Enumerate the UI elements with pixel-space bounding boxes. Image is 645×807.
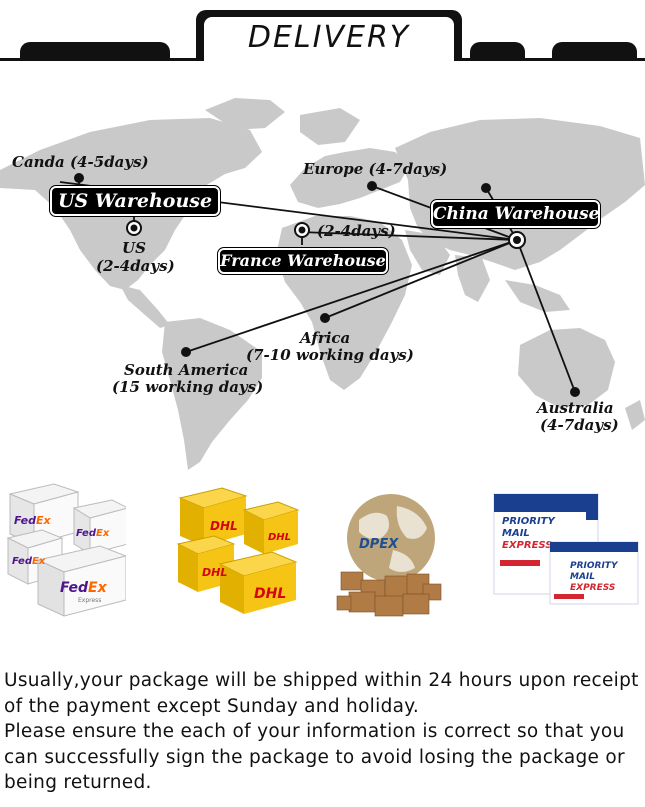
south-america-route-label: South America bbox=[124, 361, 249, 379]
svg-text:MAIL: MAIL bbox=[502, 528, 530, 539]
svg-text:EXPRESS: EXPRESS bbox=[570, 583, 615, 593]
svg-text:DHL: DHL bbox=[202, 566, 227, 579]
dhl-brand-text: DHL bbox=[254, 586, 286, 602]
route-endpoints bbox=[74, 173, 580, 397]
africa-route-days: (7-10 working days) bbox=[246, 346, 414, 364]
usps-boxes-image: PRIORITY MAIL EXPRESS PRIORITY MAIL EXPR… bbox=[493, 493, 639, 605]
header-title-tab-inner bbox=[204, 17, 454, 61]
usps-label-priority: PRIORITY bbox=[502, 516, 556, 527]
svg-text:FedEx: FedEx bbox=[76, 528, 110, 539]
fedex-box-logo: FedEx bbox=[14, 514, 52, 527]
france-warehouse-badge: France Warehouse bbox=[218, 248, 388, 274]
svg-text:PRIORITY: PRIORITY bbox=[570, 561, 619, 571]
canada-route-label: Canda (4-5days) bbox=[12, 153, 149, 171]
svg-text:EXPRESS: EXPRESS bbox=[502, 540, 552, 551]
header-tab-decoration bbox=[552, 42, 637, 58]
europe-route-label: Europe (4-7days) bbox=[303, 160, 448, 178]
australia-route-label: Australia bbox=[537, 399, 614, 417]
africa-route-label: Africa bbox=[300, 329, 351, 347]
world-landmass bbox=[0, 98, 645, 470]
header-tab-decoration bbox=[470, 42, 525, 58]
svg-text:Express: Express bbox=[78, 597, 101, 604]
svg-text:DHL: DHL bbox=[268, 532, 291, 543]
france-route-days: (2-4days) bbox=[317, 222, 396, 240]
us-route-label: US bbox=[122, 239, 146, 257]
world-shipping-map bbox=[0, 98, 645, 470]
shipping-notes: Usually,your package will be shipped wit… bbox=[4, 668, 644, 796]
dpex-globe-image: DPEX bbox=[336, 494, 442, 617]
us-warehouse-badge: US Warehouse bbox=[50, 186, 220, 216]
australia-route-days: (4-7days) bbox=[540, 416, 619, 434]
dhl-boxes-image: DHL DHL DHL DHL bbox=[176, 487, 300, 614]
shipping-note-accuracy: Please ensure the each of your informati… bbox=[4, 721, 625, 793]
delivery-header: DELIVERY bbox=[0, 0, 645, 66]
svg-text:FedEx: FedEx bbox=[12, 556, 46, 567]
fedex-brand-text: FedEx bbox=[60, 580, 108, 596]
shipping-note-dispatch: Usually,your package will be shipped wit… bbox=[4, 670, 639, 717]
warehouse-markers bbox=[126, 220, 526, 249]
svg-text:MAIL: MAIL bbox=[570, 572, 595, 582]
dpex-brand-text: DPEX bbox=[359, 537, 399, 552]
header-tab-decoration bbox=[20, 42, 170, 58]
us-route-days: (2-4days) bbox=[96, 257, 175, 275]
south-america-route-days: (15 working days) bbox=[112, 378, 264, 396]
dhl-box-logo: DHL bbox=[210, 519, 238, 533]
china-warehouse-badge: China Warehouse bbox=[431, 200, 600, 228]
page-title: DELIVERY bbox=[247, 20, 411, 55]
fedex-boxes-image: FedEx FedEx FedEx FedEx Express bbox=[6, 483, 126, 617]
